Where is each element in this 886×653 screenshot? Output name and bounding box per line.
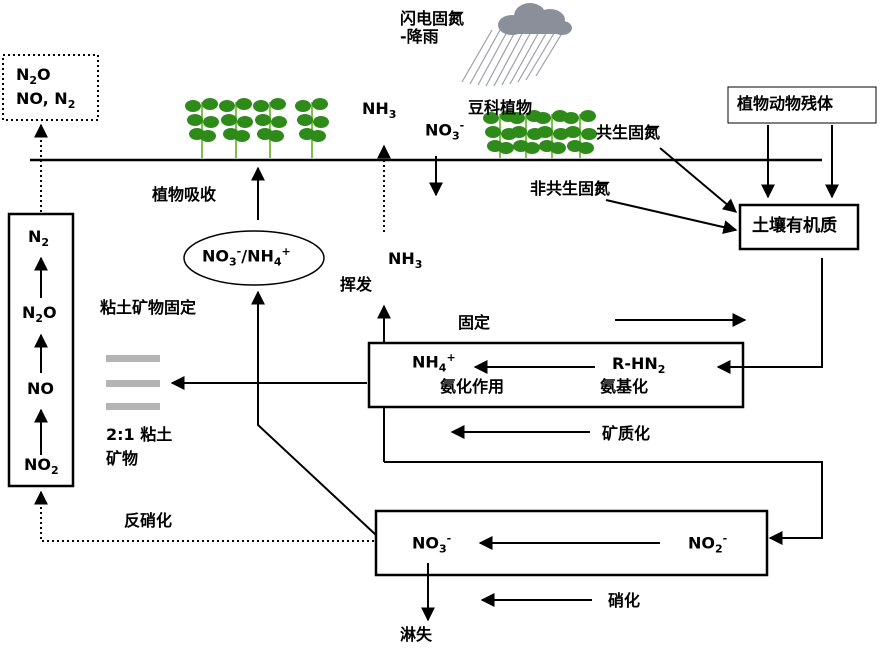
- chain-n2-label: N2: [28, 228, 49, 250]
- chain-no-label: NO: [27, 380, 54, 398]
- clay-fixation-label: 粘土矿物固定: [100, 299, 196, 317]
- lightning-fixation-label: 闪电固氮 -降雨: [400, 10, 464, 47]
- symbiotic-fixation-label: 共生固氮: [596, 124, 660, 142]
- nonsymbiotic-fixation-label: 非共生固氮: [530, 180, 610, 198]
- no3-bottom-label: NO3-: [412, 533, 451, 556]
- nh4-label: NH4+: [412, 352, 456, 375]
- nh3-mid-label: NH3: [388, 250, 422, 272]
- denitrification-label: 反硝化: [124, 512, 172, 530]
- nh3-top-label: NH3: [362, 100, 396, 122]
- available-n-label: NO3-/NH4+: [202, 246, 291, 269]
- som-to-rhn2-arrow: [718, 258, 822, 367]
- no3-to-available-arrow: [258, 292, 376, 535]
- rhn2-label: R-HN2: [612, 355, 665, 377]
- clay-21-label: 2:1 粘土 矿物: [106, 426, 172, 469]
- cloud-rain-icon: [462, 3, 572, 86]
- chain-n2o-label: N2O: [22, 304, 57, 326]
- no2-bottom-label: NO2-: [688, 533, 727, 556]
- soil-organic-label: 土壤有机质: [752, 217, 837, 237]
- clay-layers-icon: [106, 355, 160, 410]
- nitrification-label: 硝化: [608, 592, 640, 610]
- denitrification-arrow: [41, 492, 374, 541]
- gas-line-2: NO, N2: [16, 90, 75, 112]
- aminization-label: 氨基化: [600, 378, 648, 396]
- plant-uptake-label: 植物吸收: [152, 186, 216, 204]
- clay-21-line2: 矿物: [106, 450, 172, 468]
- chain-no2-label: NO2: [24, 456, 59, 478]
- residue-label: 植物动物残体: [737, 95, 833, 113]
- lightning-fixation-line1: 闪电固氮: [400, 10, 464, 28]
- symbiotic-arrow: [660, 148, 736, 212]
- ammonification-label: 氨化作用: [440, 378, 504, 396]
- nh4-to-no2-arrow: [384, 462, 822, 538]
- nonsymbiotic-arrow: [606, 200, 736, 230]
- leaching-label: 淋失: [400, 626, 432, 644]
- clay-21-line1: 2:1 粘土: [106, 426, 172, 444]
- gas-line-1: N2O: [16, 66, 75, 88]
- lightning-fixation-line2: -降雨: [400, 28, 464, 46]
- gas-products-text: N2O NO, N2: [16, 66, 75, 112]
- fixation-label: 固定: [458, 314, 490, 332]
- volatilization-label: 挥发: [340, 276, 372, 294]
- no3-top-label: NO3-: [425, 120, 464, 143]
- plant-row-icon: [185, 98, 329, 158]
- legume-label: 豆科植物: [468, 99, 532, 117]
- mineralization-label: 矿质化: [602, 425, 650, 443]
